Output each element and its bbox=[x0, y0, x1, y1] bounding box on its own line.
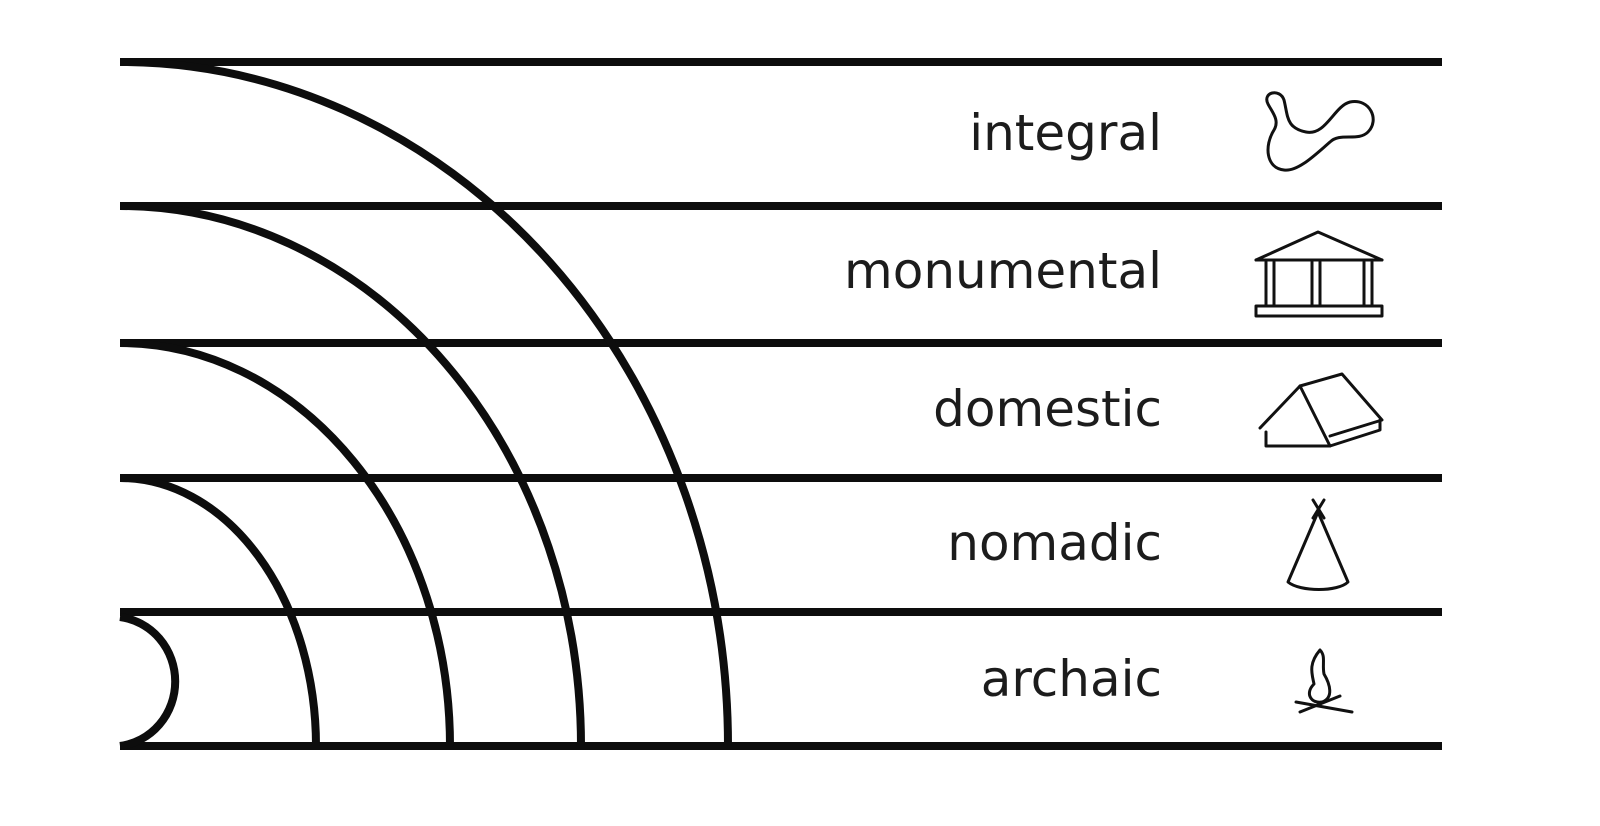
level-label-monumental: monumental bbox=[844, 242, 1162, 300]
house-icon bbox=[1258, 372, 1384, 448]
level-label-nomadic: nomadic bbox=[947, 514, 1162, 572]
arc-integral bbox=[119, 58, 732, 747]
campfire-icon bbox=[1294, 648, 1354, 714]
blob-icon bbox=[1265, 91, 1375, 172]
level-label-archaic: archaic bbox=[980, 650, 1162, 708]
arc-monumental bbox=[119, 202, 585, 747]
tent-icon bbox=[1286, 498, 1350, 591]
level-label-domestic: domestic bbox=[933, 380, 1162, 438]
arc-archaic bbox=[119, 613, 180, 750]
temple-icon bbox=[1254, 230, 1384, 318]
arc-domestic bbox=[119, 339, 454, 747]
arc-nomadic bbox=[119, 474, 320, 747]
level-label-integral: integral bbox=[969, 104, 1162, 162]
